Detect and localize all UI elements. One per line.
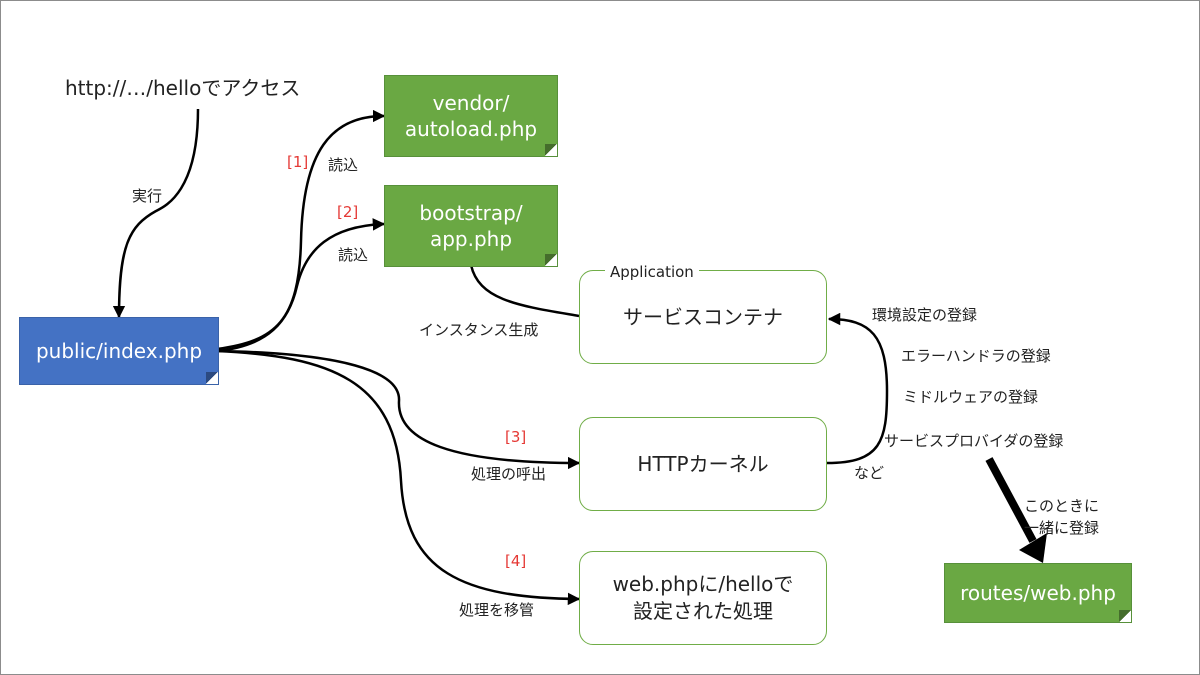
read-label-2: 読込	[338, 246, 369, 264]
exec-label: 実行	[132, 187, 163, 205]
arrow-index-to-bootstrap	[216, 218, 386, 353]
access-label: http://…/helloでアクセス	[65, 76, 301, 100]
arrow-index-to-web	[216, 349, 581, 606]
web-handler-box: web.phpに/helloで 設定された処理	[579, 551, 827, 645]
http-kernel-box: HTTPカーネル	[579, 417, 827, 511]
register-error-handler-label: エラーハンドラの登録	[901, 347, 1051, 365]
line-bootstrap-to-container	[469, 264, 580, 318]
read-label-1: 読込	[328, 156, 359, 174]
routes-web-label: routes/web.php	[960, 580, 1116, 605]
step-4-label: [4]	[505, 552, 527, 570]
folded-corner	[1119, 610, 1131, 622]
routes-web-node: routes/web.php	[944, 563, 1132, 623]
folded-corner	[545, 254, 557, 266]
web-handler-line-1: web.phpに/helloで	[612, 572, 794, 596]
folded-corner	[206, 372, 218, 384]
arrow-access-to-index	[112, 108, 200, 319]
bootstrap-label-line-1: bootstrap/	[419, 200, 523, 225]
index-php-node: public/index.php	[19, 317, 219, 385]
bootstrap-app-node: bootstrap/ app.php	[384, 185, 558, 267]
vendor-label-line-1: vendor/	[432, 90, 510, 115]
register-provider-label: サービスプロバイダの登録	[884, 432, 1064, 450]
register-middleware-label: ミドルウェアの登録	[903, 388, 1039, 406]
together-note-line-2: 一緒に登録	[1024, 519, 1100, 537]
call-label: 処理の呼出	[471, 465, 547, 483]
bootstrap-label-line-2: app.php	[429, 227, 513, 251]
instance-label: インスタンス生成	[419, 321, 539, 339]
step-1-label: [1]	[287, 153, 309, 171]
etc-label: など	[854, 464, 885, 482]
application-tag: Application	[605, 265, 699, 280]
service-container-box: サービスコンテナ	[579, 270, 827, 364]
together-note-line-1: このときに	[1024, 497, 1100, 515]
step-2-label: [2]	[337, 203, 359, 221]
vendor-autoload-node: vendor/ autoload.php	[384, 75, 558, 157]
arrow-index-to-vendor	[216, 109, 386, 351]
register-config-label: 環境設定の登録	[872, 306, 978, 324]
delegate-label: 処理を移管	[459, 601, 535, 619]
folded-corner	[545, 144, 557, 156]
index-php-label: public/index.php	[35, 338, 203, 363]
step-3-label: [3]	[505, 428, 527, 446]
http-kernel-label: HTTPカーネル	[637, 451, 769, 476]
vendor-label-line-2: autoload.php	[404, 117, 538, 141]
service-container-label: サービスコンテナ	[623, 304, 783, 329]
arrow-index-to-kernel	[216, 349, 581, 470]
web-handler-line-2: 設定された処理	[632, 599, 773, 623]
thick-arrow-head	[1019, 533, 1047, 563]
thick-arrow-shaft	[985, 457, 1037, 543]
arrow-kernel-to-container	[826, 312, 889, 465]
